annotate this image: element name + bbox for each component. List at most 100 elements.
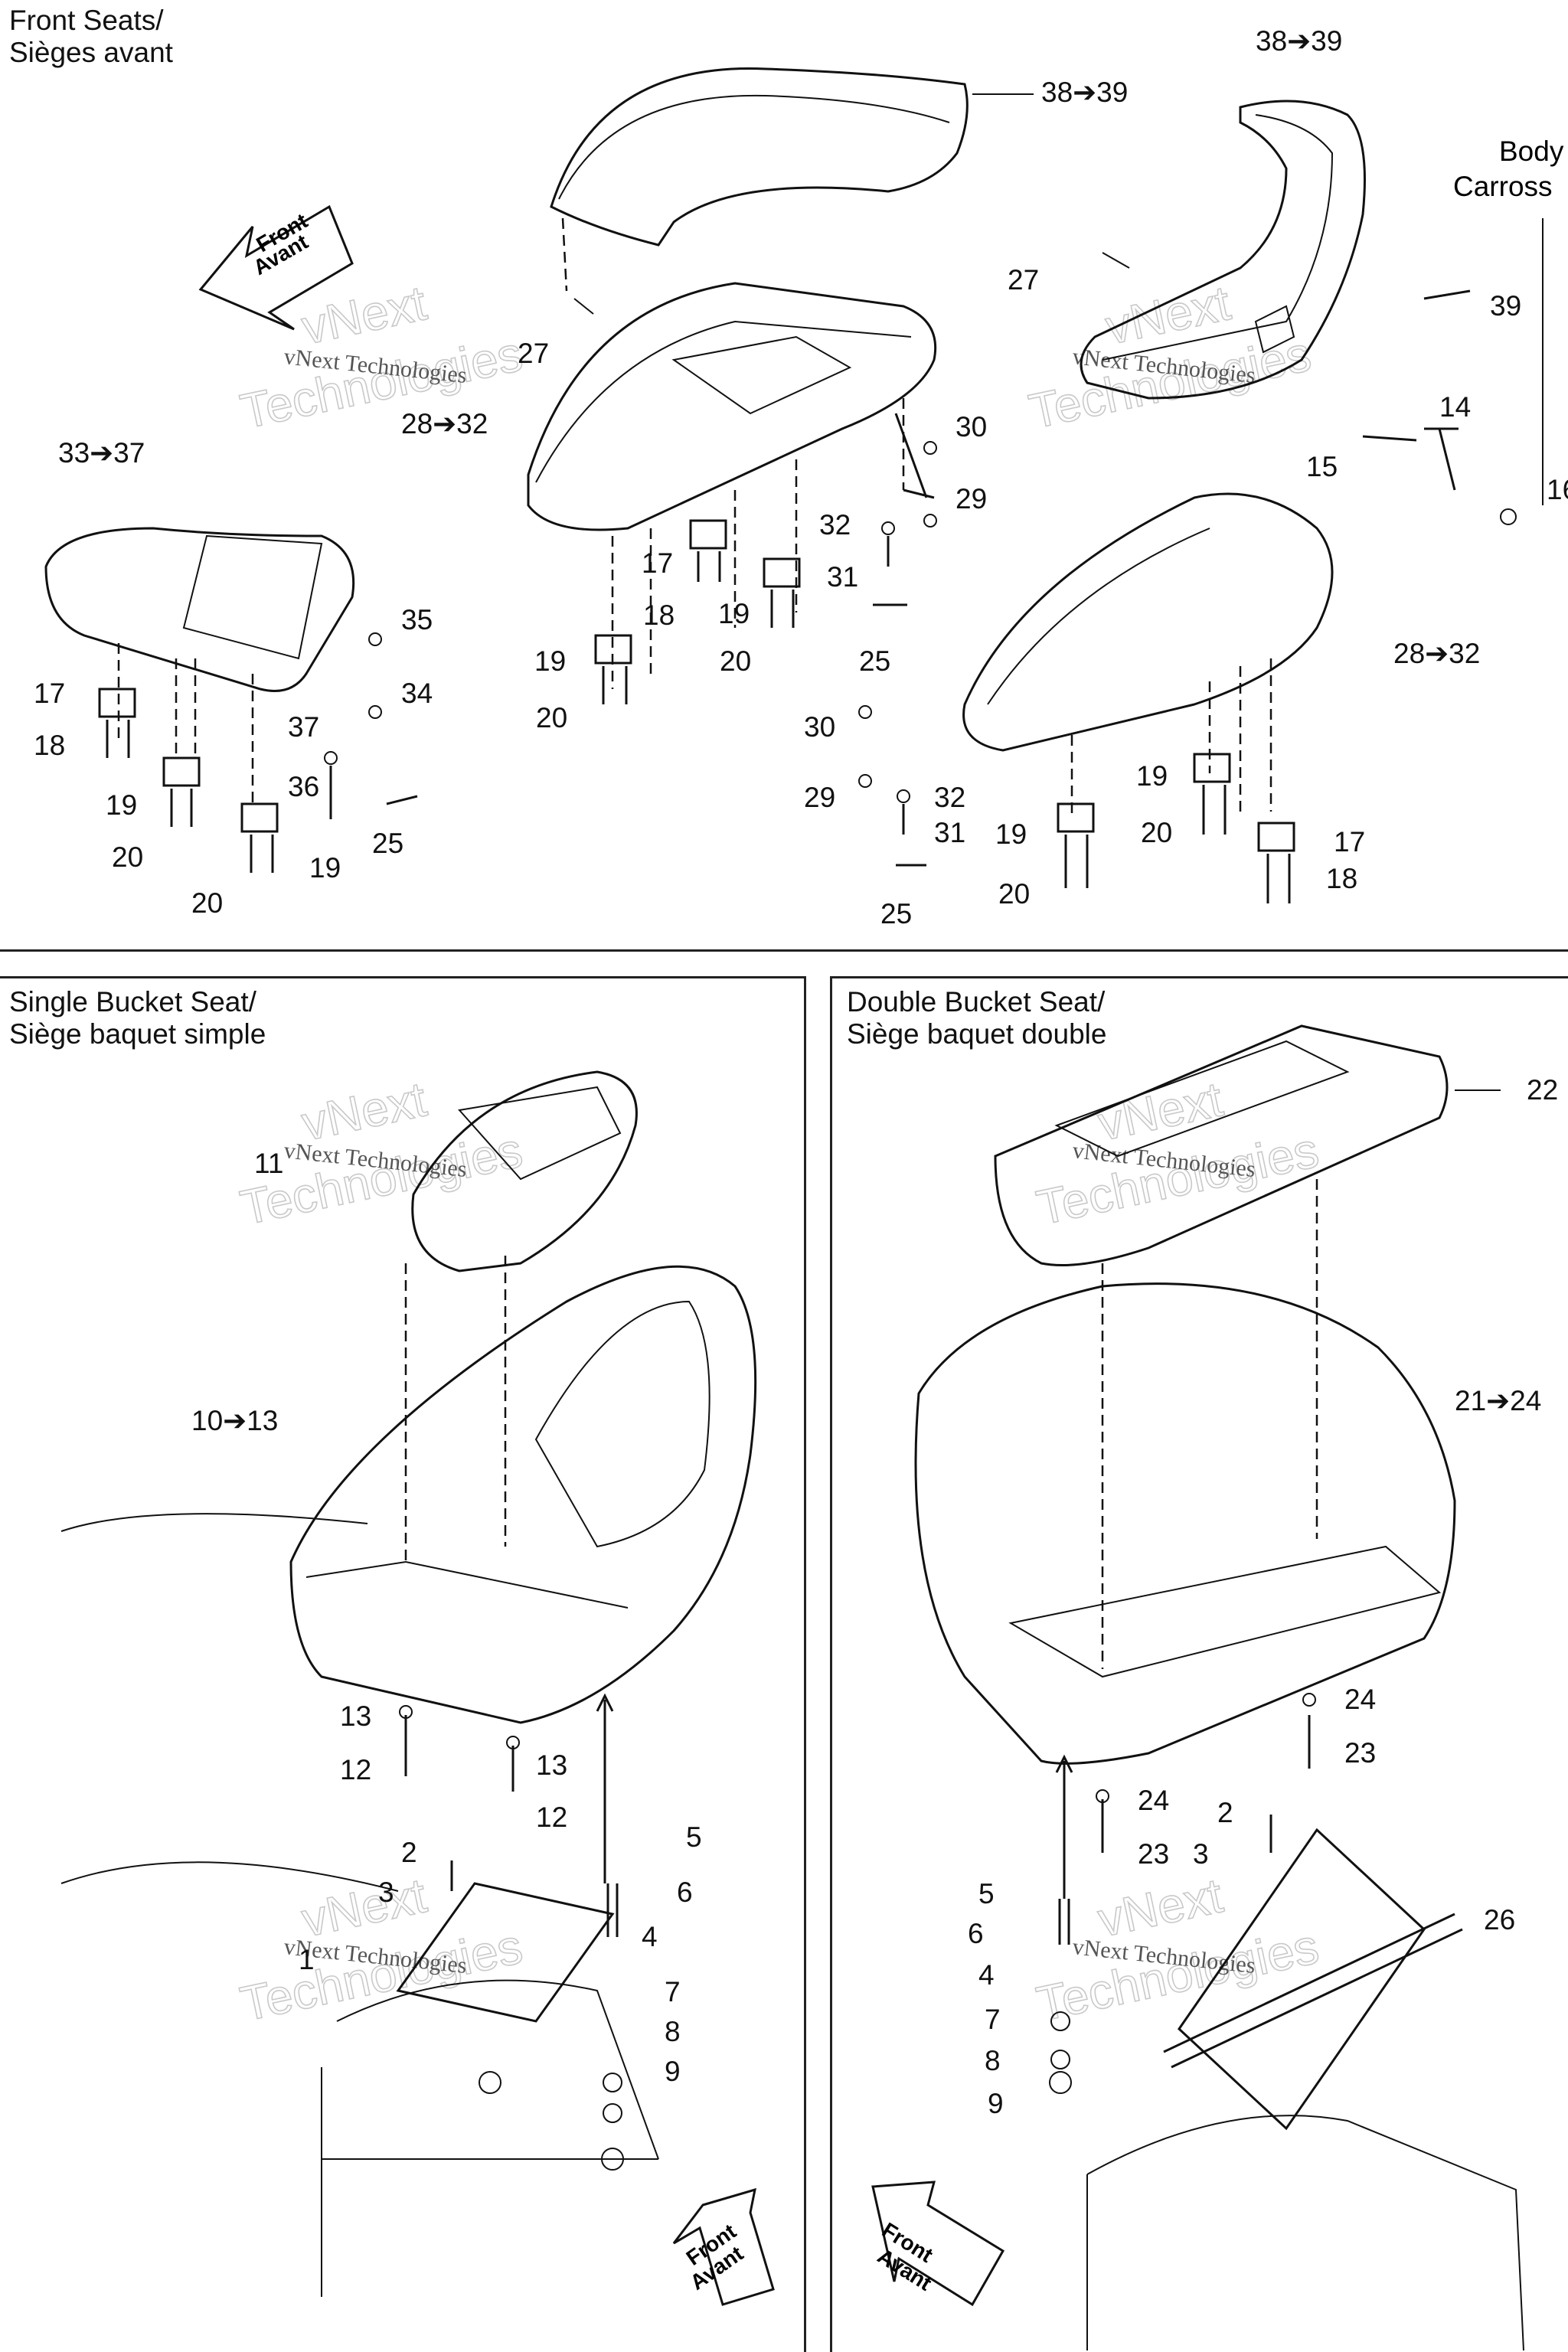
callout-15: 15	[1306, 451, 1338, 482]
callout-25c: 25	[372, 828, 403, 859]
bucket-seat-line	[305, 1560, 629, 1609]
tube-39	[1423, 289, 1471, 300]
callout-36: 36	[288, 771, 319, 802]
callout-20d: 20	[191, 887, 223, 919]
callout-25b: 25	[880, 898, 912, 929]
callout-10-13: 10➔13	[191, 1405, 278, 1436]
callout-24a: 24	[1344, 1684, 1376, 1715]
callout-23b: 23	[1138, 1838, 1169, 1870]
double-callouts: 22 21➔24 24 23 24 23 2 3 5 6 4 26 7 8 9	[968, 1074, 1558, 2119]
callout-9a: 9	[665, 2056, 681, 2087]
callout-12a: 12	[340, 1754, 371, 1785]
washer-24b	[1096, 1789, 1109, 1803]
callout-6a: 6	[677, 1877, 693, 1908]
callout-17a: 17	[642, 547, 673, 579]
left-seat-panel	[182, 534, 323, 660]
right-seat-seam	[987, 528, 1210, 705]
bucket-shell-10-13	[289, 1265, 757, 1724]
seat-panel	[671, 335, 852, 415]
callout-1: 1	[299, 1944, 315, 1975]
callout-9b: 9	[988, 2088, 1004, 2119]
washer-16	[1500, 508, 1517, 525]
washer-29b	[858, 774, 872, 788]
bracket-17-center	[689, 519, 727, 550]
callout-8b: 8	[985, 2045, 1001, 2076]
nut-9a	[601, 2148, 624, 2171]
callout-31b: 31	[934, 817, 965, 848]
double-panel-top-border	[830, 976, 1568, 978]
callout-16: 16	[1547, 474, 1568, 505]
backrest-seam	[558, 94, 950, 200]
callout-7b: 7	[985, 2004, 1001, 2035]
backrest-outline	[550, 67, 969, 247]
watermark-top-right: vNext Technologies vNext Technologies	[1024, 274, 1316, 439]
backrest-right-outline	[1080, 100, 1366, 400]
callout-20e: 20	[998, 878, 1030, 910]
callout-5b: 5	[978, 1878, 995, 1909]
callout-35: 35	[401, 604, 433, 635]
stud-4b	[1058, 1899, 1070, 1945]
callout-20f: 20	[1141, 817, 1172, 848]
bracket-19-right-b	[1193, 753, 1231, 783]
callout-7a: 7	[665, 1976, 681, 2007]
cushion-22-panel	[1054, 1040, 1350, 1158]
bracket-19-right-a	[1057, 802, 1095, 833]
callout-38-39a: 38➔39	[1041, 77, 1128, 108]
stud-4a	[606, 1883, 619, 1937]
bracket-14	[1424, 427, 1459, 491]
clip-30-29	[894, 413, 935, 499]
washer-7a	[603, 2073, 622, 2092]
watermark-line2: Technologies	[1024, 326, 1315, 439]
washer-29a	[923, 514, 937, 528]
callout-24b: 24	[1138, 1785, 1169, 1816]
callout-2b: 2	[1217, 1797, 1233, 1828]
callout-32a: 32	[819, 509, 851, 541]
screw-27a	[573, 298, 594, 315]
watermark-line1: vNext	[297, 1071, 431, 1151]
washer-34	[368, 705, 382, 719]
single-panel-right-border	[804, 976, 806, 2352]
callout-13a: 13	[340, 1700, 371, 1732]
backrest-right	[1080, 100, 1366, 400]
headrest-panel	[458, 1086, 622, 1181]
double-seat-panel	[1008, 1545, 1442, 1678]
washer-13a	[399, 1705, 413, 1719]
seat-cushion-left	[44, 527, 355, 804]
watermark-double-upper: vNext Technologies vNext Technologies	[1031, 1070, 1324, 1236]
callout-13b: 13	[536, 1749, 567, 1781]
callout-39: 39	[1490, 290, 1521, 322]
right-seat-outline	[962, 492, 1334, 752]
single-callouts: 11 10➔13 13 12 13 12 2 3 1 5 6 4 7 8 9	[191, 1148, 702, 2087]
callout-27b: 27	[1008, 264, 1039, 296]
washer-24a	[1302, 1693, 1316, 1707]
swivel-plate-1	[396, 1882, 615, 2023]
bolts-23-2	[1101, 1715, 1311, 1853]
callout-4b: 4	[978, 1959, 995, 1991]
seat-seam	[535, 320, 912, 483]
callout-12b: 12	[536, 1802, 567, 1833]
callout-3a: 3	[378, 1877, 394, 1908]
callout-18b: 18	[34, 730, 65, 761]
callout-6b: 6	[968, 1918, 984, 1949]
watermark-line1: vNext	[1093, 1867, 1227, 1947]
callout-19e: 19	[995, 818, 1027, 850]
base-box-single	[321, 1979, 659, 2297]
callout-20b: 20	[536, 702, 567, 733]
callout-30a: 30	[956, 411, 987, 443]
callout-14: 14	[1439, 391, 1471, 423]
cap-30a	[923, 441, 937, 455]
callout-32b: 32	[934, 782, 965, 813]
front-arrow-shape	[198, 204, 354, 331]
washer-32b	[897, 789, 910, 803]
callout-20c: 20	[112, 841, 143, 873]
single-bucket-title-line1: Single Bucket Seat/	[9, 986, 256, 1018]
double-bucket-title-line2: Siège baquet double	[847, 1018, 1107, 1050]
cap-30b	[858, 705, 872, 719]
callout-19b: 19	[534, 645, 566, 677]
front-seats-title-line2: Sièges avant	[9, 37, 173, 68]
callout-25a: 25	[859, 645, 890, 677]
callout-19d: 19	[309, 852, 341, 884]
rail-lines	[1163, 1913, 1463, 2069]
washer-7b	[1050, 2011, 1070, 2031]
